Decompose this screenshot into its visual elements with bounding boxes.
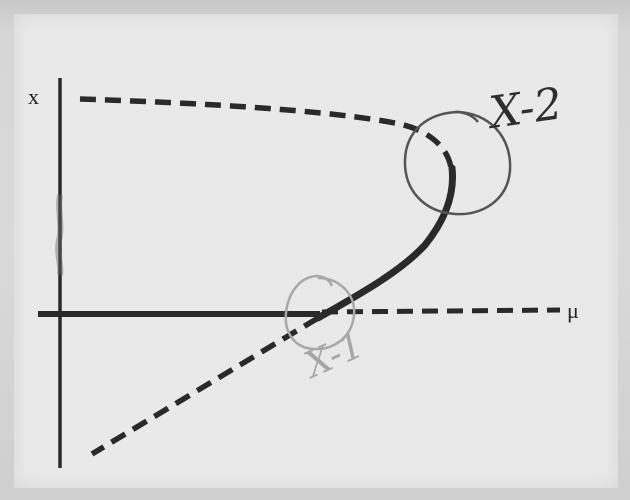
lower-dashed-branch (90, 315, 320, 457)
lower-circle-label: X-1 (296, 325, 370, 388)
mu-axis-dashed (321, 307, 561, 315)
upper-circle-annotation (403, 110, 512, 216)
upper-dashed-branch (79, 96, 454, 169)
axis-smudge (55, 194, 64, 276)
x-axis-label: x (28, 84, 39, 109)
solid-stable-branch (314, 164, 457, 322)
upper-circle-label: X-2 (483, 78, 565, 139)
paper-sheet (14, 14, 618, 488)
mu-axis-label: μ (567, 298, 579, 323)
lower-circle-annotation (284, 274, 356, 351)
